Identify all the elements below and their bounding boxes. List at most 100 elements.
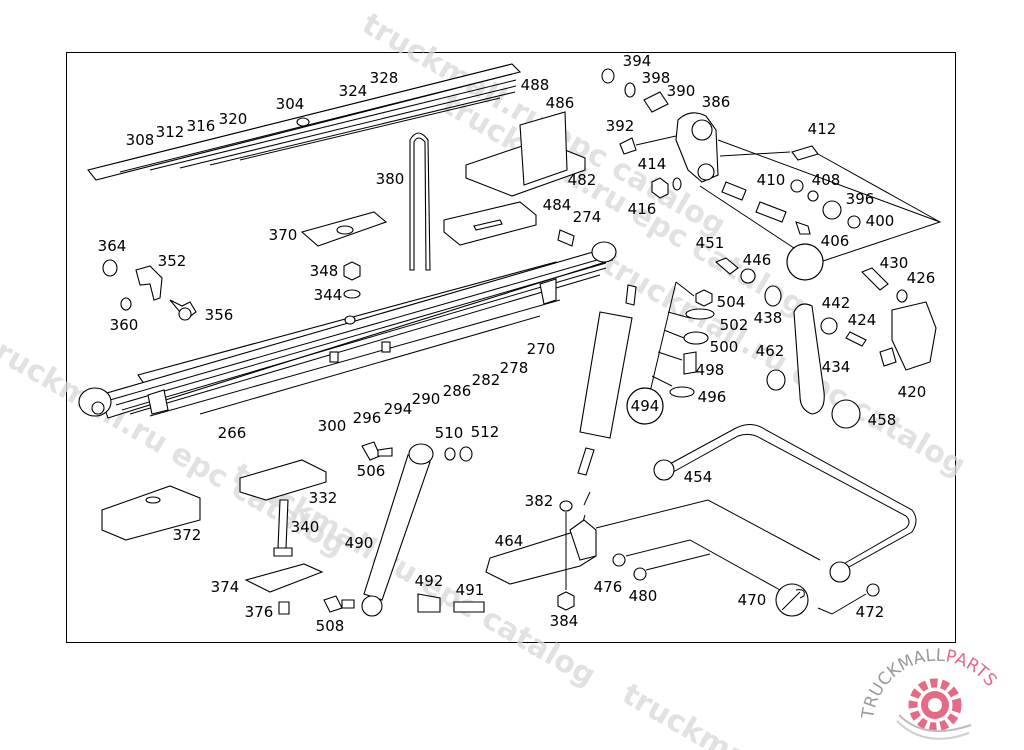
callout-488[interactable]: 488 <box>521 76 550 94</box>
nut-and-washer[interactable] <box>343 261 361 299</box>
callout-308[interactable]: 308 <box>126 131 155 149</box>
shock-absorber-left[interactable] <box>323 441 485 617</box>
circled-callouts <box>626 243 824 425</box>
callout-496[interactable]: 496 <box>698 388 727 406</box>
callout-438[interactable]: 438 <box>754 309 783 327</box>
spring-pad[interactable] <box>443 201 537 246</box>
callout-416[interactable]: 416 <box>628 200 657 218</box>
spring-hanger-parts[interactable] <box>102 259 197 321</box>
callout-508[interactable]: 508 <box>316 617 345 635</box>
callout-382[interactable]: 382 <box>525 492 554 510</box>
callout-380[interactable]: 380 <box>376 170 405 188</box>
callout-274[interactable]: 274 <box>573 208 602 226</box>
part-drawings <box>78 63 942 617</box>
callout-328[interactable]: 328 <box>370 69 399 87</box>
callout-282[interactable]: 282 <box>472 371 501 389</box>
callout-370[interactable]: 370 <box>269 226 298 244</box>
callout-270[interactable]: 270 <box>527 340 556 358</box>
callout-498[interactable]: 498 <box>696 361 725 379</box>
shackle-assembly[interactable] <box>601 68 942 263</box>
callout-360[interactable]: 360 <box>110 316 139 334</box>
callout-374[interactable]: 374 <box>211 578 240 596</box>
callout-424[interactable]: 424 <box>848 311 877 329</box>
callout-462[interactable]: 462 <box>756 342 785 360</box>
link-arm-parts[interactable] <box>714 257 937 429</box>
callout-434[interactable]: 434 <box>822 358 851 376</box>
callout-490[interactable]: 490 <box>345 534 374 552</box>
callout-504[interactable]: 504 <box>717 293 746 311</box>
callout-348[interactable]: 348 <box>310 262 339 280</box>
callout-512[interactable]: 512 <box>471 423 500 441</box>
main-leaf-spring[interactable] <box>78 241 617 419</box>
callout-482[interactable]: 482 <box>568 171 597 189</box>
callout-376[interactable]: 376 <box>245 603 274 621</box>
callout-340[interactable]: 340 <box>291 518 320 536</box>
callout-420[interactable]: 420 <box>898 383 927 401</box>
spacer-block-parts[interactable] <box>101 459 327 615</box>
callout-412[interactable]: 412 <box>808 120 837 138</box>
bracket[interactable] <box>465 111 586 197</box>
callout-344[interactable]: 344 <box>314 286 343 304</box>
pin[interactable] <box>557 229 575 247</box>
callout-286[interactable]: 286 <box>443 382 472 400</box>
callout-426[interactable]: 426 <box>907 269 936 287</box>
callout-290[interactable]: 290 <box>412 390 441 408</box>
shock-mount-kit[interactable] <box>649 281 715 398</box>
callout-352[interactable]: 352 <box>158 252 187 270</box>
callout-480[interactable]: 480 <box>629 587 658 605</box>
u-bolt[interactable] <box>409 132 431 271</box>
callout-492[interactable]: 492 <box>415 572 444 590</box>
callout-300[interactable]: 300 <box>318 417 347 435</box>
callout-312[interactable]: 312 <box>156 123 185 141</box>
callout-circle-404[interactable] <box>786 243 824 281</box>
callout-356[interactable]: 356 <box>205 306 234 324</box>
callout-384[interactable]: 384 <box>550 612 579 630</box>
callout-446[interactable]: 446 <box>743 251 772 269</box>
callout-392[interactable]: 392 <box>606 117 635 135</box>
callout-491[interactable]: 491 <box>456 581 485 599</box>
callout-406[interactable]: 406 <box>821 232 850 250</box>
callout-320[interactable]: 320 <box>219 110 248 128</box>
callout-486[interactable]: 486 <box>546 94 575 112</box>
callout-458[interactable]: 458 <box>868 411 897 429</box>
callout-400[interactable]: 400 <box>866 212 895 230</box>
callout-484[interactable]: 484 <box>543 196 572 214</box>
callout-470[interactable]: 470 <box>738 591 767 609</box>
callout-266[interactable]: 266 <box>218 424 247 442</box>
callout-410[interactable]: 410 <box>757 171 786 189</box>
callout-386[interactable]: 386 <box>702 93 731 111</box>
callout-332[interactable]: 332 <box>309 489 338 507</box>
callout-circle-494[interactable] <box>626 387 664 425</box>
callout-278[interactable]: 278 <box>500 359 529 377</box>
stabilizer-bar[interactable] <box>595 424 917 583</box>
upper-leaf-spring[interactable] <box>87 63 522 181</box>
clamp-plate-assembly[interactable] <box>485 500 880 615</box>
callout-296[interactable]: 296 <box>353 409 382 427</box>
callout-414[interactable]: 414 <box>638 155 667 173</box>
callout-506[interactable]: 506 <box>357 462 386 480</box>
callout-442[interactable]: 442 <box>822 294 851 312</box>
callout-394[interactable]: 394 <box>623 52 652 70</box>
callout-390[interactable]: 390 <box>667 82 696 100</box>
callout-372[interactable]: 372 <box>173 526 202 544</box>
callout-472[interactable]: 472 <box>856 603 885 621</box>
callout-398[interactable]: 398 <box>642 69 671 87</box>
callout-396[interactable]: 396 <box>846 190 875 208</box>
callout-408[interactable]: 408 <box>812 171 841 189</box>
callout-502[interactable]: 502 <box>720 316 749 334</box>
callout-510[interactable]: 510 <box>435 424 464 442</box>
wrench-icon <box>775 583 809 617</box>
callout-464[interactable]: 464 <box>495 532 524 550</box>
callout-451[interactable]: 451 <box>696 234 725 252</box>
callout-324[interactable]: 324 <box>339 82 368 100</box>
callout-454[interactable]: 454 <box>684 468 713 486</box>
callout-476[interactable]: 476 <box>594 578 623 596</box>
plate[interactable] <box>300 211 388 247</box>
callout-316[interactable]: 316 <box>187 117 216 135</box>
callout-430[interactable]: 430 <box>880 254 909 272</box>
callout-494[interactable]: 494 <box>631 397 660 415</box>
callout-500[interactable]: 500 <box>710 338 739 356</box>
callout-304[interactable]: 304 <box>276 95 305 113</box>
callout-294[interactable]: 294 <box>384 400 413 418</box>
callout-364[interactable]: 364 <box>98 237 127 255</box>
